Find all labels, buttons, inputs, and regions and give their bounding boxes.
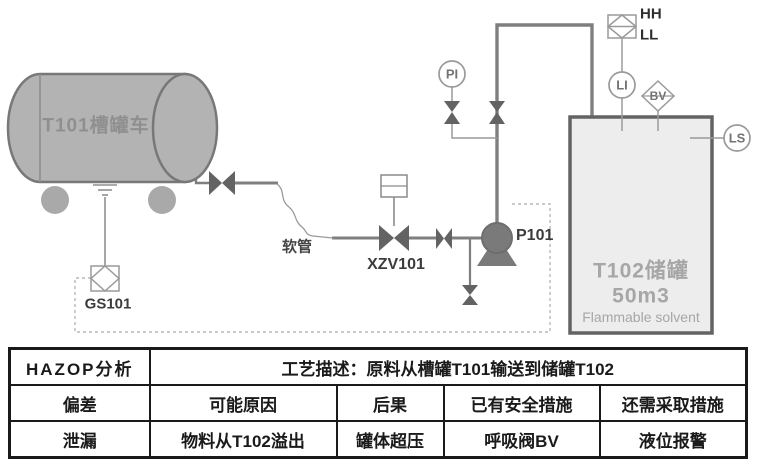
pump-label: P101 [516, 227, 554, 244]
xzv101-valve-icon [379, 225, 409, 251]
hazop-table: HAZOP分析 工艺描述：原料从槽罐T101输送到储罐T102 偏差 可能原因 … [8, 347, 748, 459]
header-actions-required: 还需采取措施 [598, 384, 748, 422]
tank-content-label: Flammable solvent [582, 309, 700, 325]
alarm-high-label: HH [640, 5, 662, 23]
truck-wheel-right [148, 186, 176, 214]
li-label: LI [616, 77, 628, 93]
header-deviation: 偏差 [8, 384, 151, 422]
pi-branch-line [451, 123, 497, 139]
riser-valve-icon [489, 101, 505, 124]
bv-label: BV [649, 89, 667, 103]
truck-body [6, 72, 187, 184]
table-row: 泄漏 物料从T102溢出 罐体超压 呼吸阀BV 液位报警 [8, 420, 748, 459]
pi-bubble [438, 60, 466, 88]
check-valve-icon [436, 228, 452, 249]
pi-label: PI [445, 66, 459, 82]
ground-symbol [93, 184, 117, 266]
gs101-label: GS101 [84, 295, 132, 313]
header-existing-safeguards: 已有安全措施 [442, 384, 601, 422]
header-possible-cause: 可能原因 [148, 384, 338, 422]
truck-wheel-left [41, 186, 69, 214]
hazop-title-cell: HAZOP分析 [8, 347, 151, 386]
pipe-riser-to-tank [495, 23, 594, 224]
tank-capacity-label: 50m3 [612, 284, 670, 308]
pipe-lines [181, 23, 594, 285]
table-row-headers: 偏差 可能原因 后果 已有安全措施 还需采取措施 [8, 384, 748, 422]
valves [209, 101, 505, 305]
hose-line [276, 183, 334, 239]
ls-bubble [723, 124, 751, 152]
xzv101-actuator [380, 174, 408, 226]
pid-diagram [6, 14, 751, 335]
truck-outlet-valve-icon [209, 171, 235, 195]
process-description-cell: 工艺描述：原料从槽罐T101输送到储罐T102 [148, 347, 748, 386]
bv-symbol [640, 79, 676, 113]
instrument-lines [451, 38, 724, 139]
ls-label: LS [728, 130, 746, 146]
cell-possible-cause: 物料从T102溢出 [148, 420, 338, 459]
header-consequence: 后果 [335, 384, 445, 422]
storage-tank [568, 115, 714, 335]
li-bubble [608, 71, 636, 99]
truck-end-cap [151, 72, 219, 184]
truck-label: T101槽罐车 [42, 115, 150, 137]
ground-sensor-symbol [89, 264, 121, 293]
tank-name-label: T102储罐 [593, 259, 689, 283]
hose-label: 软管 [281, 238, 313, 256]
drain-valve-icon [462, 285, 478, 305]
xzv101-label: XZV101 [367, 256, 425, 273]
alarm-low-label: LL [640, 26, 659, 44]
tank-truck [6, 72, 219, 214]
cell-consequence: 罐体超压 [335, 420, 445, 459]
interlock-signal-line [74, 203, 551, 333]
level-alarm-symbol [606, 14, 638, 39]
pump-symbol [477, 222, 517, 266]
pi-isolation-valve-icon [444, 101, 460, 124]
table-row-title: HAZOP分析 工艺描述：原料从槽罐T101输送到储罐T102 [8, 347, 748, 386]
cell-actions-required: 液位报警 [598, 420, 748, 459]
cell-existing-safeguards: 呼吸阀BV [442, 420, 601, 459]
cell-deviation: 泄漏 [8, 420, 151, 459]
